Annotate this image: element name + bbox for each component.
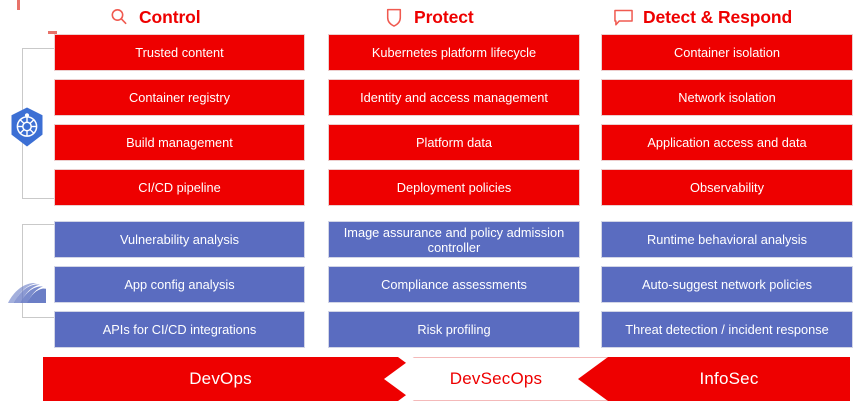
capability-label: Runtime behavioral analysis [646,232,808,247]
capability-box[interactable]: Observability [601,169,853,206]
capability-box[interactable]: Vulnerability analysis [54,221,305,258]
capability-box[interactable]: App config analysis [54,266,305,303]
capability-box[interactable]: Auto-suggest network policies [601,266,853,303]
capability-box[interactable]: Network isolation [601,79,853,116]
capability-box[interactable]: Kubernetes platform lifecycle [328,34,580,71]
capability-box[interactable]: Compliance assessments [328,266,580,303]
column-header-label: Control [139,6,201,27]
capability-label: Threat detection / incident response [625,322,829,337]
column-headers: Control Protect Detect & Respond [0,0,860,34]
capability-box[interactable]: Trusted content [54,34,305,71]
chat-bubble-icon [612,6,634,28]
capability-label: Vulnerability analysis [119,232,240,247]
capability-label: Network isolation [678,90,776,105]
capability-label: Container registry [129,90,230,105]
banner-segment-infosec[interactable]: InfoSec [578,357,850,401]
capability-box[interactable]: Risk profiling [328,311,580,348]
capability-label: APIs for CI/CD integrations [102,322,257,337]
column-header-label: Detect & Respond [643,6,793,27]
capability-column-protect: Kubernetes platform lifecycle Identity a… [328,34,580,356]
capability-grid: Trusted content Container registry Build… [0,34,860,348]
capability-box[interactable]: Image assurance and policy admission con… [328,221,580,258]
capability-label: Auto-suggest network policies [641,277,812,292]
capability-box[interactable]: CI/CD pipeline [54,169,305,206]
banner-segment-label: DevOps [189,369,252,388]
banner-segment-label: InfoSec [699,369,759,388]
capability-label: Container isolation [674,45,780,60]
capability-label: App config analysis [124,277,235,292]
capability-box[interactable]: Container isolation [601,34,853,71]
column-header-detect-respond: Detect & Respond [612,2,792,32]
banner-segment-devsecops[interactable]: DevSecOps [384,357,608,401]
capability-box[interactable]: Identity and access management [328,79,580,116]
capability-label: Kubernetes platform lifecycle [371,45,537,60]
layers-icon [6,273,48,315]
capability-box[interactable]: Container registry [54,79,305,116]
capability-label: Risk profiling [417,322,491,337]
left-rail [0,34,54,352]
bracket-security-group [22,224,54,318]
corner-tick-top-left [17,0,20,10]
column-header-label: Protect [414,6,474,27]
column-header-protect: Protect [383,2,474,32]
group-separator [601,214,853,221]
capability-label: Observability [690,180,764,195]
magnifier-icon [108,6,130,28]
capability-label: Trusted content [135,45,224,60]
capability-label: CI/CD pipeline [138,180,221,195]
banner-segment-label: DevSecOps [449,369,543,388]
corner-tick-mid-left [48,31,57,34]
capability-box[interactable]: Deployment policies [328,169,580,206]
group-separator [54,214,305,221]
capability-box[interactable]: APIs for CI/CD integrations [54,311,305,348]
capability-column-control: Trusted content Container registry Build… [54,34,305,356]
capability-column-detect-respond: Container isolation Network isolation Ap… [601,34,853,356]
capability-label: Image assurance and policy admission con… [343,224,565,255]
shield-icon [383,6,405,28]
capability-box[interactable]: Runtime behavioral analysis [601,221,853,258]
banner-segment-devops[interactable]: DevOps [43,357,428,401]
capability-box[interactable]: Threat detection / incident response [601,311,853,348]
column-header-control: Control [108,2,201,32]
capability-label: Identity and access management [360,90,548,105]
capability-label: Deployment policies [396,180,512,195]
devsecops-banner: DevOps DevSecOps InfoSec [43,357,850,401]
kubernetes-icon [6,106,48,148]
capability-label: Application access and data [647,135,807,150]
capability-box[interactable]: Application access and data [601,124,853,161]
group-separator [328,214,580,221]
capability-label: Compliance assessments [381,277,527,292]
capability-box[interactable]: Build management [54,124,305,161]
capability-label: Platform data [415,135,493,150]
capability-box[interactable]: Platform data [328,124,580,161]
capability-label: Build management [126,135,233,150]
